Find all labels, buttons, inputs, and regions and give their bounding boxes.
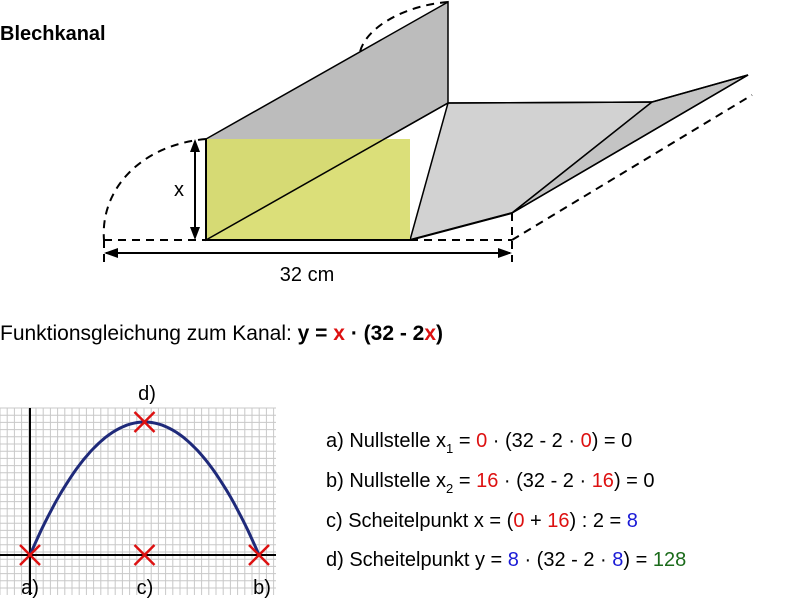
equation-x: x — [333, 322, 345, 345]
step-b: b) Nullstelle x2 = 16 · (32 - 2 · 16) = … — [326, 470, 655, 496]
width-label: 32 cm — [280, 264, 334, 286]
far-dashed-edge — [511, 94, 753, 241]
equation-factor: · (32 - 2 — [345, 322, 424, 345]
parabola-graph: d) a) c) b) — [0, 383, 276, 599]
marker-a-cross-icon — [19, 544, 41, 566]
width-arrow-head-right — [498, 248, 512, 258]
step-a: a) Nullstelle x1 = 0 · (32 - 2 · 0) = 0 — [326, 430, 632, 456]
top-fold-arc — [359, 1, 449, 53]
graph-grid — [0, 407, 276, 595]
left-fold-arc — [102, 138, 207, 241]
height-arrow-head-bottom — [190, 227, 200, 240]
equation-x2: x — [424, 322, 436, 345]
marker-d-cross-icon — [133, 411, 156, 433]
height-arrow-head-top — [190, 139, 200, 152]
marker-b-cross-icon — [248, 544, 270, 566]
label-a: a) — [21, 577, 39, 599]
right-flange-face — [408, 101, 655, 242]
height-label: x — [174, 179, 184, 201]
wall-diagonal — [205, 102, 449, 241]
marker-c-cross-icon — [133, 544, 156, 566]
step-d: d) Scheitelpunkt y = 8 · (32 - 2 · 8) = … — [326, 549, 686, 571]
label-b: b) — [253, 577, 271, 599]
equation-close: ) — [436, 322, 443, 345]
label-c: c) — [137, 577, 154, 599]
near-flange-edge — [511, 74, 749, 214]
calculation-steps: a) Nullstelle x1 = 0 · (32 - 2 · 0) = 0 … — [326, 430, 686, 571]
equation-y: y = — [298, 322, 334, 345]
label-d: d) — [138, 383, 156, 405]
cross-section-face — [206, 139, 410, 240]
channel-illustration: x 32 cm — [102, 0, 753, 286]
equation-prefix: Funktionsgleichung zum Kanal: — [0, 322, 298, 345]
far-fold-edge — [447, 101, 653, 104]
function-equation: Funktionsgleichung zum Kanal: y = x · (3… — [0, 322, 443, 345]
diagram-title: Blechkanal — [0, 23, 106, 45]
far-flange-edge — [651, 74, 749, 103]
width-arrow-head-left — [104, 248, 118, 258]
front-right-fold — [409, 212, 513, 241]
step-c: c) Scheitelpunkt x = (0 + 16) : 2 = 8 — [326, 510, 638, 532]
